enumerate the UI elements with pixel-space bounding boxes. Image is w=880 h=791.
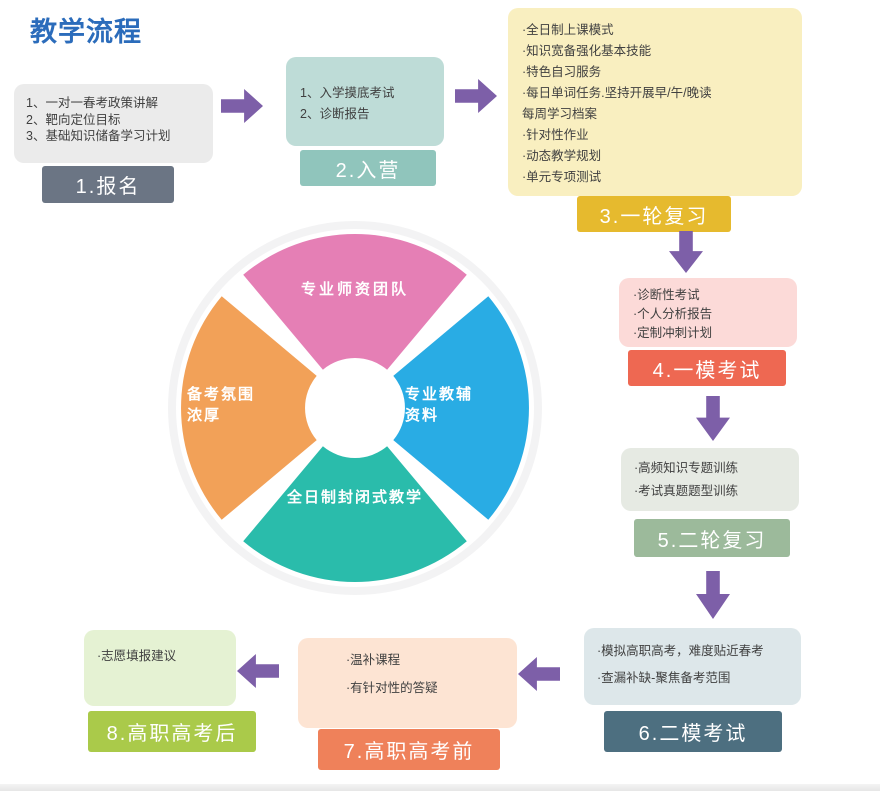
list-item: ·定制冲刺计划 [633, 326, 713, 340]
step-5-content: ·高频知识专题训练 ·考试真题题型训练 [621, 448, 799, 511]
list-item: ·诊断性考试 [633, 288, 700, 302]
arrow-left-icon [518, 657, 560, 691]
arrow-right-icon [455, 79, 497, 113]
step-4-content: ·诊断性考试 ·个人分析报告 ·定制冲刺计划 [619, 278, 797, 347]
step-4-label: 4.一模考试 [628, 350, 786, 386]
arrow-down-icon [696, 396, 730, 441]
step-7-content: ·温补课程 ·有针对性的答疑 [298, 638, 517, 728]
step-3-label: 3.一轮复习 [577, 196, 731, 232]
list-item: ·个人分析报告 [633, 307, 713, 321]
step-6-label: 6.二模考试 [604, 711, 782, 752]
arrow-down-icon [669, 231, 703, 273]
step-2-label: 2.入营 [300, 150, 436, 186]
wheel-segment-materials [393, 296, 529, 520]
list-item: 每周学习档案 [522, 107, 598, 121]
step-3-content: ·全日制上课模式 ·知识宽备强化基本技能 ·特色自习服务 ·每日单词任务.坚持开… [508, 8, 802, 196]
list-item: ·单元专项测试 [522, 170, 602, 184]
list-item: ·每日单词任务.坚持开展早/午/晚读 [522, 86, 712, 100]
wheel-label-line: 浓厚 [187, 407, 222, 424]
list-item: 2、诊断报告 [300, 107, 370, 121]
wheel-label-atmosphere: 备考氛围 浓厚 [187, 384, 287, 426]
step-1-label: 1.报名 [42, 166, 174, 203]
wheel-segment-faculty [243, 234, 467, 370]
step-7-label: 7.高职高考前 [318, 729, 500, 770]
list-item: ·考试真题题型训练 [634, 484, 739, 498]
step-2-content: 1、入学摸底考试 2、诊断报告 [286, 57, 444, 146]
list-item: ·有针对性的答疑 [346, 681, 438, 695]
list-item: ·志愿填报建议 [97, 649, 177, 663]
list-item: ·查漏补缺-聚焦备考范围 [597, 671, 731, 685]
core-features-wheel: 专业师资团队 专业教辅 资料 备考氛围 浓厚 全日制封闭式教学 [165, 218, 545, 598]
wheel-label-line: 资料 [405, 407, 440, 424]
list-item: ·全日制上课模式 [522, 23, 614, 37]
step-1-content: 1、一对一春考政策讲解 2、靶向定位目标 3、基础知识储备学习计划 [14, 84, 213, 163]
step-5-label: 5.二轮复习 [634, 519, 790, 557]
arrow-left-icon [237, 654, 279, 688]
wheel-graphic [168, 221, 542, 595]
list-item: ·针对性作业 [522, 128, 589, 142]
arrow-down-icon [696, 571, 730, 619]
list-item: 3、基础知识储备学习计划 [26, 129, 171, 143]
wheel-segment-fulltime-teaching [243, 446, 467, 582]
list-item: 2、靶向定位目标 [26, 112, 121, 127]
list-item: ·模拟高职高考，难度贴近春考 [597, 644, 764, 658]
list-item: ·特色自习服务 [522, 65, 602, 79]
step-8-content: ·志愿填报建议 [84, 630, 236, 706]
list-item: ·动态教学规划 [522, 149, 602, 163]
wheel-segment-atmosphere [181, 296, 317, 520]
wheel-inner-disc [176, 229, 534, 587]
page-bottom-edge [0, 784, 880, 791]
wheel-label-materials: 专业教辅 资料 [405, 384, 505, 426]
step-8-label: 8.高职高考后 [88, 711, 256, 752]
list-item: 1、一对一春考政策讲解 [26, 96, 158, 110]
wheel-label-line: 专业教辅 [405, 386, 474, 403]
list-item: ·温补课程 [346, 653, 401, 667]
list-item: ·高频知识专题训练 [634, 461, 739, 475]
wheel-label-line: 备考氛围 [187, 386, 256, 403]
wheel-label-faculty: 专业师资团队 [300, 281, 409, 298]
page-title: 教学流程 [30, 17, 142, 47]
list-item: ·知识宽备强化基本技能 [522, 44, 652, 58]
list-item: 1、入学摸底考试 [300, 86, 395, 100]
arrow-right-icon [221, 89, 263, 123]
wheel-label-fulltime-teaching: 全日制封闭式教学 [286, 489, 423, 506]
step-6-content: ·模拟高职高考，难度贴近春考 ·查漏补缺-聚焦备考范围 [584, 628, 801, 705]
